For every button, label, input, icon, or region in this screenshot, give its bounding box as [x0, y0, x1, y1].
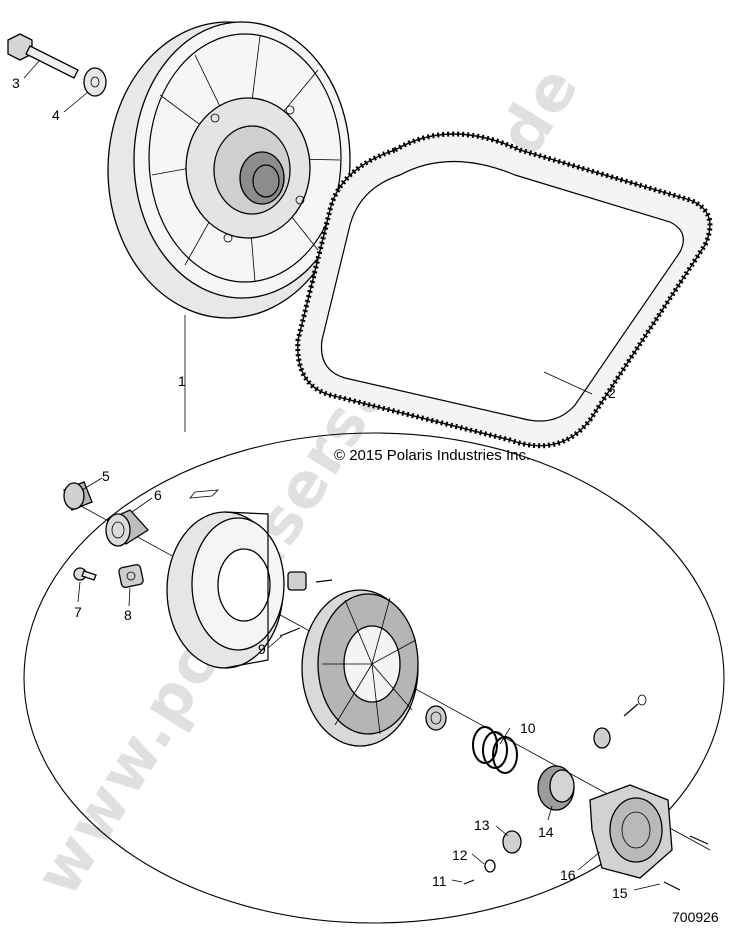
- bushing-center: [425, 705, 447, 731]
- bearing-part-6: [105, 509, 149, 547]
- washer-top-right: [637, 694, 647, 706]
- callout-12: 12: [452, 847, 468, 863]
- spring-part-10: [472, 726, 518, 774]
- moveable-sheave: [166, 511, 285, 669]
- driven-clutch-assembly: [107, 21, 351, 319]
- screw-part-11: [463, 879, 475, 885]
- callout-1: 1: [178, 373, 186, 389]
- button-part-13: [502, 830, 522, 854]
- spider-plate: [301, 589, 419, 747]
- figure-number: 700926: [672, 909, 719, 925]
- screw-part-7: [73, 567, 97, 581]
- callout-10: 10: [520, 720, 536, 736]
- screw-right: [315, 579, 333, 583]
- screw-part-15b: [689, 835, 709, 845]
- callout-leaders: [23, 59, 661, 891]
- key-piece: [189, 489, 220, 499]
- bushing-part-5: [63, 481, 93, 511]
- callout-7: 7: [74, 604, 82, 620]
- washer-part-12: [484, 859, 496, 873]
- screw-top-right: [623, 703, 639, 717]
- callout-5: 5: [102, 468, 110, 484]
- callout-9: 9: [258, 641, 266, 657]
- callout-13: 13: [474, 817, 490, 833]
- callout-4: 4: [52, 107, 60, 123]
- copyright-notice: © 2015 Polaris Industries Inc.: [334, 447, 530, 464]
- button-upper: [593, 727, 611, 749]
- screw-part-15: [663, 881, 681, 891]
- callout-3: 3: [12, 75, 20, 91]
- callout-15: 15: [612, 885, 628, 901]
- roller-right: [287, 571, 307, 591]
- cover-part-16: [589, 784, 673, 879]
- bolt-part-3: [7, 33, 79, 79]
- callout-14: 14: [538, 824, 554, 840]
- callout-16: 16: [560, 867, 576, 883]
- callout-8: 8: [124, 607, 132, 623]
- callout-2: 2: [608, 385, 616, 401]
- helix-part-14: [537, 765, 575, 811]
- washer-part-4: [83, 67, 107, 97]
- pin-part-9: [279, 627, 301, 637]
- callout-11: 11: [432, 873, 447, 889]
- drive-belt-part-2: [295, 131, 713, 449]
- callout-6: 6: [154, 487, 162, 503]
- roller-part-8: [118, 564, 144, 588]
- exploded-view-boundary: [23, 432, 725, 924]
